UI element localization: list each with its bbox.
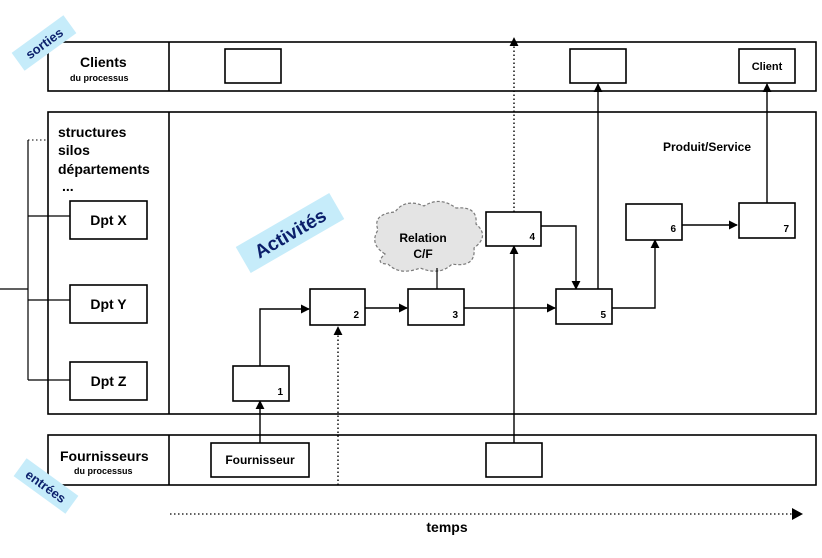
- supplier-box: Fournisseur: [210, 442, 310, 478]
- activity-box-3: 3: [407, 288, 465, 326]
- activity-box-1: 1: [232, 365, 290, 402]
- department-label: Dpt X: [90, 212, 127, 228]
- activity-number: 3: [452, 310, 458, 321]
- time-axis: [170, 508, 803, 520]
- suppliers-lane: [47, 434, 817, 486]
- relationship-cloud: Relation C/F: [374, 200, 484, 272]
- activity-number: 1: [277, 387, 283, 398]
- supplier-box-label: Fournisseur: [225, 453, 295, 467]
- supplier-empty-box: [485, 442, 543, 478]
- department-label: Dpt Z: [91, 373, 127, 389]
- client-box: Client: [738, 48, 796, 84]
- client-empty-box-1: [224, 48, 282, 84]
- client-box-label: Client: [752, 61, 783, 73]
- suppliers-title: Fournisseurs: [60, 448, 149, 464]
- activity-number: 5: [600, 310, 606, 321]
- structures-line2: silos: [58, 142, 90, 158]
- client-empty-box-2: [569, 48, 627, 84]
- cloud-label-line1: Relation: [399, 231, 446, 245]
- cloud-label-line2: C/F: [413, 247, 432, 261]
- activity-box-4: 4: [485, 211, 542, 247]
- structures-line1: structures: [58, 124, 127, 140]
- activity-box-6: 6: [625, 203, 683, 241]
- department-box-x: Dpt X: [69, 200, 148, 240]
- activity-box-2: 2: [309, 288, 366, 326]
- time-label: temps: [426, 519, 467, 535]
- activity-box-5: 5: [555, 288, 613, 325]
- suppliers-subtitle: du processus: [74, 466, 133, 476]
- structures-line3: départements: [58, 161, 150, 177]
- activity-box-7: 7: [738, 202, 796, 239]
- activity-number: 4: [529, 232, 535, 243]
- department-box-z: Dpt Z: [69, 361, 148, 401]
- activity-number: 2: [353, 310, 359, 321]
- product-service-label: Produit/Service: [663, 140, 751, 154]
- activity-number: 6: [670, 224, 676, 235]
- activity-number: 7: [783, 224, 789, 235]
- department-label: Dpt Y: [90, 296, 127, 312]
- clients-lane: [47, 41, 817, 92]
- connectors: [255, 37, 772, 485]
- clients-subtitle: du processus: [70, 73, 129, 83]
- department-box-y: Dpt Y: [69, 284, 148, 324]
- structures-line4: ...: [62, 178, 74, 194]
- department-tree: [0, 139, 70, 381]
- clients-title: Clients: [80, 54, 127, 70]
